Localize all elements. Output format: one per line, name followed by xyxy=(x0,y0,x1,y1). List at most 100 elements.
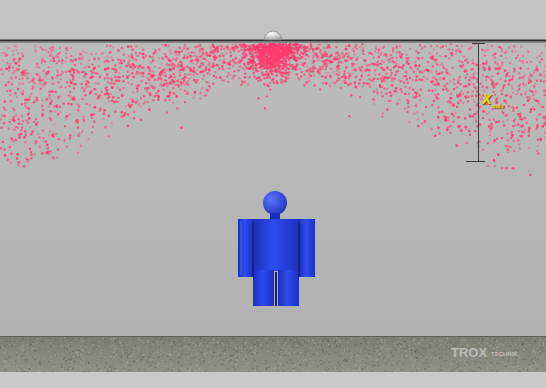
air-particle xyxy=(303,84,305,86)
air-particle xyxy=(524,93,526,95)
air-particle xyxy=(502,121,504,123)
air-particle xyxy=(255,78,257,80)
air-particle xyxy=(525,91,527,93)
air-particle xyxy=(188,77,190,79)
air-particle xyxy=(131,72,133,74)
air-particle xyxy=(218,67,220,69)
air-particle xyxy=(253,76,255,78)
air-particle xyxy=(257,80,259,82)
air-particle xyxy=(262,53,264,55)
air-particle xyxy=(261,45,263,47)
air-particle xyxy=(339,55,341,57)
air-particle xyxy=(469,134,471,136)
air-particle xyxy=(235,57,237,59)
air-particle xyxy=(467,91,469,93)
air-particle xyxy=(313,74,315,76)
air-particle xyxy=(196,69,198,71)
air-particle xyxy=(266,70,268,72)
air-particle xyxy=(390,100,392,102)
air-particle xyxy=(433,83,435,85)
air-particle xyxy=(146,90,148,92)
air-particle xyxy=(159,67,161,69)
air-particle xyxy=(536,118,538,120)
air-particle xyxy=(254,64,256,66)
air-particle xyxy=(312,55,314,57)
air-particle xyxy=(412,89,414,91)
air-particle xyxy=(537,145,539,147)
air-particle xyxy=(21,115,23,117)
air-particle xyxy=(281,74,283,76)
air-particle xyxy=(275,69,277,71)
air-particle xyxy=(138,103,140,105)
air-particle xyxy=(97,73,99,75)
air-particle xyxy=(232,77,234,79)
air-particle xyxy=(462,93,464,95)
air-particle xyxy=(57,148,59,150)
air-particle xyxy=(323,51,325,53)
air-particle xyxy=(494,165,496,167)
air-particle xyxy=(86,85,88,87)
air-particle xyxy=(390,54,392,56)
air-particle xyxy=(258,77,260,79)
air-particle xyxy=(89,104,91,106)
air-particle xyxy=(270,43,272,45)
air-particle xyxy=(16,95,18,97)
air-particle xyxy=(20,129,22,131)
air-particle xyxy=(18,64,20,66)
air-particle xyxy=(250,44,252,46)
air-particle xyxy=(25,106,27,108)
air-particle xyxy=(533,71,535,73)
air-particle xyxy=(485,79,487,81)
air-particle xyxy=(287,74,289,76)
air-particle xyxy=(290,65,292,67)
air-particle xyxy=(487,165,489,167)
air-particle xyxy=(269,88,271,90)
air-particle xyxy=(466,73,468,75)
air-particle xyxy=(249,76,251,78)
air-particle xyxy=(493,118,495,120)
air-particle xyxy=(359,96,361,98)
air-particle xyxy=(207,72,209,74)
air-particle xyxy=(447,116,449,118)
air-particle xyxy=(373,57,375,59)
air-particle xyxy=(272,78,274,80)
air-particle xyxy=(140,80,142,82)
air-particle xyxy=(386,92,388,94)
air-particle xyxy=(378,73,380,75)
air-particle xyxy=(174,76,176,78)
air-particle xyxy=(446,126,448,128)
air-particle xyxy=(74,64,76,66)
air-particle xyxy=(21,53,23,55)
air-particle xyxy=(81,83,83,85)
air-particle xyxy=(163,88,165,90)
air-particle xyxy=(507,72,509,74)
air-particle xyxy=(9,94,11,96)
air-particle xyxy=(9,121,11,123)
air-particle xyxy=(187,52,189,54)
air-particle xyxy=(51,46,53,48)
air-particle xyxy=(519,84,521,86)
air-particle xyxy=(263,83,265,85)
air-particle xyxy=(176,107,178,109)
air-particle xyxy=(434,89,436,91)
air-particle xyxy=(240,49,242,51)
air-particle xyxy=(419,44,421,46)
air-particle xyxy=(250,53,252,55)
air-particle xyxy=(526,61,528,63)
air-particle xyxy=(101,91,103,93)
air-particle xyxy=(168,64,170,66)
air-particle xyxy=(325,68,327,70)
air-particle xyxy=(343,70,345,72)
air-particle xyxy=(279,69,281,71)
air-particle xyxy=(149,83,151,85)
air-particle xyxy=(255,69,257,71)
air-particle xyxy=(488,119,490,121)
air-particle xyxy=(65,56,67,58)
air-particle xyxy=(1,73,3,75)
air-particle xyxy=(380,63,382,65)
air-particle xyxy=(18,78,20,80)
air-particle xyxy=(515,57,517,59)
air-particle xyxy=(229,51,231,53)
air-particle xyxy=(312,62,314,64)
